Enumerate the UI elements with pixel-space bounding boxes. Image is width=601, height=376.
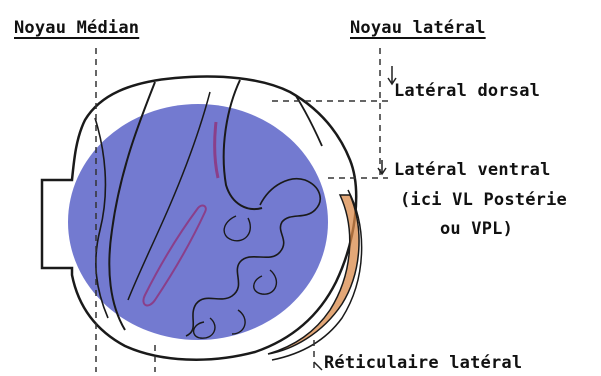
reticular-tick [314,362,322,370]
highlight-disc [68,104,328,340]
lateral-nucleus-label: Noyau latéral [350,20,486,37]
ventral-detail-line2: ou VPL) [440,221,513,238]
ventral-detail-line1: (ici VL Postérie [400,192,567,209]
median-nucleus-label: Noyau Médian [14,20,139,37]
lateral-dorsal-label: Latéral dorsal [394,83,540,100]
reticular-lateral-label: Réticulaire latéral [324,355,522,372]
lateral-ventral-label: Latéral ventral [394,162,551,179]
ventral-arrow [378,160,386,174]
